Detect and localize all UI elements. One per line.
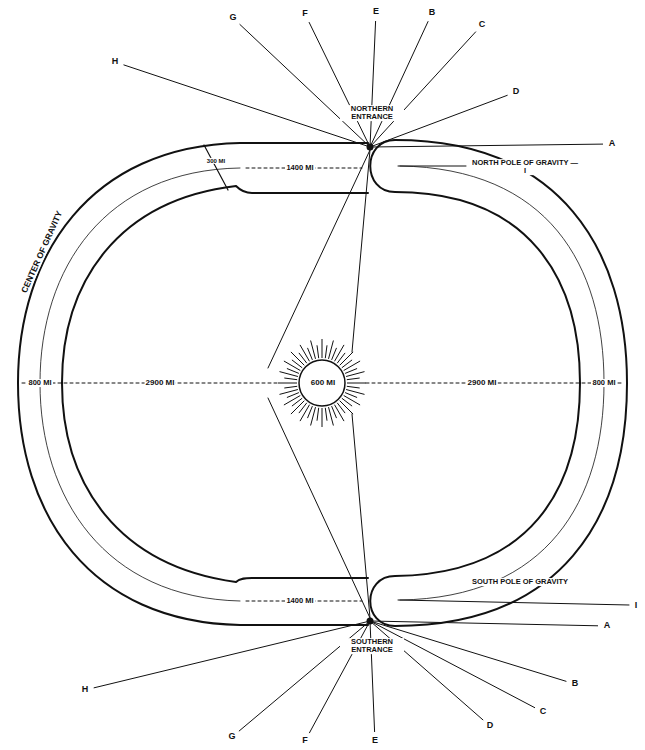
sight-line: [268, 398, 370, 618]
callout-letter: A: [608, 139, 617, 148]
pole-label: NORTH POLE OF GRAVITY — I: [469, 159, 581, 175]
dimension-label: 600 MI: [305, 379, 341, 387]
leader-line: [240, 24, 370, 147]
leader-line: [398, 166, 466, 167]
leader-line: [398, 600, 629, 605]
callout-letter: H: [81, 685, 90, 694]
callout-letter: F: [301, 9, 309, 18]
callout-letter: E: [372, 7, 380, 16]
dimension-label: 1400 MI: [285, 597, 315, 605]
sun-node: 600 MI: [276, 337, 368, 429]
pole-label: SOUTH POLE OF GRAVITY: [464, 578, 576, 586]
tunnel-divider: [204, 145, 228, 190]
leader-line: [370, 144, 603, 147]
leader-line: [370, 21, 376, 147]
leader-line: [370, 621, 483, 720]
callout-letter: I: [634, 601, 639, 610]
callout-letter: C: [539, 707, 548, 716]
dimension-label: 800 MI: [591, 379, 617, 387]
dimension-label: 1400 MI: [285, 164, 315, 172]
leader-line: [370, 621, 598, 626]
crust-left-outer: [18, 143, 368, 625]
entrance-label: NORTHERN ENTRANCE: [340, 105, 404, 121]
sight-line: [352, 150, 370, 352]
leader-line: [309, 22, 370, 147]
leader-line: [370, 95, 508, 147]
callout-letter: A: [603, 621, 612, 630]
callout-letter: B: [428, 8, 437, 17]
callout-letter: H: [111, 57, 120, 66]
dimension-label: 2900 MI: [467, 379, 498, 387]
callout-letter: E: [371, 736, 379, 745]
leader-line: [94, 621, 370, 688]
band-label: CENTER OF GRAVITY: [19, 209, 64, 295]
dimension-label: 300 MI: [204, 158, 228, 164]
leader-line: [124, 65, 371, 147]
dimension-label: 2900 MI: [145, 379, 176, 387]
callout-letter: G: [227, 732, 236, 741]
gravity-midline: [40, 168, 240, 601]
callout-letter: D: [486, 721, 495, 730]
callout-letter: B: [571, 679, 580, 688]
dimension-label: 800 MI: [27, 379, 53, 387]
callout-letter: D: [512, 87, 521, 96]
callout-letter: F: [301, 736, 309, 745]
sight-line: [268, 150, 370, 368]
leader-line: [370, 32, 476, 147]
crust-left-inner: [62, 186, 368, 582]
entrance-label: SOUTHERN ENTRANCE: [340, 638, 404, 654]
sight-line: [352, 414, 370, 618]
callout-letter: G: [228, 13, 237, 22]
callout-letter: C: [478, 20, 487, 29]
